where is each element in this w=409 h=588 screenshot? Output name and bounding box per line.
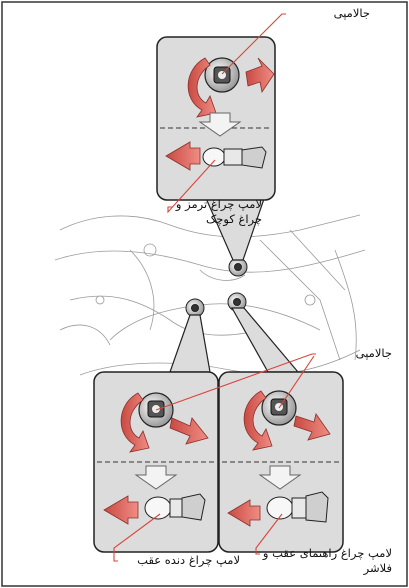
socket-label-bottom: جالامپی: [322, 346, 392, 361]
socket-label-top: جالامپی: [290, 6, 370, 21]
top-panel: [157, 37, 275, 200]
bulb-icon: [203, 147, 266, 168]
brake-tail-bulb-label: لامپ چراغ ترمز و چراغ کوچک: [172, 197, 262, 227]
turn-signal-bulb-label: لامپ چراغ راهنمای عقب و فلاشر: [262, 546, 392, 576]
bottom-right-panel: [219, 372, 343, 552]
bottom-left-panel: [94, 372, 218, 552]
reverse-bulb-label: لامپ چراغ دنده عقب: [120, 553, 240, 568]
socket-icon: [205, 58, 239, 92]
